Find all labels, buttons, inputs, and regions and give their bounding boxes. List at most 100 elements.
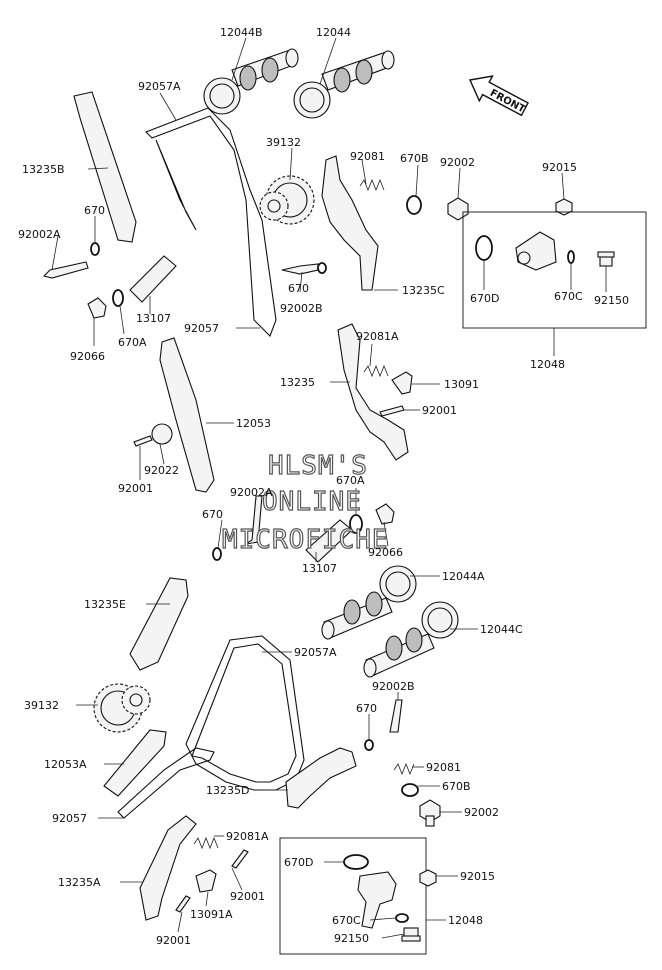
- sprocket-39132: [259, 175, 315, 225]
- plug-92150-lower: [401, 927, 421, 942]
- label-92022: 92022: [144, 464, 179, 477]
- label-92066-lower: 92066: [368, 546, 403, 559]
- oring-670-lower: [212, 547, 222, 561]
- label-92081a-lower: 92081A: [226, 830, 269, 843]
- oring-670d-lower: [343, 854, 369, 870]
- label-670d-lower: 670D: [284, 856, 313, 869]
- chain-guide-13235a: [139, 815, 197, 921]
- label-670-lower: 670: [202, 508, 223, 521]
- label-92081-lower: 92081: [426, 761, 461, 774]
- camshaft-12044b: [203, 48, 299, 115]
- pin-13107-lower: [305, 519, 353, 563]
- oring-670a: [112, 289, 124, 307]
- oring-670-2: [317, 262, 327, 274]
- spring-92081: [359, 178, 385, 192]
- label-12044: 12044: [316, 26, 351, 39]
- label-13235e: 13235E: [84, 598, 126, 611]
- label-92002: 92002: [440, 156, 475, 169]
- label-39132-lower: 39132: [24, 699, 59, 712]
- label-92057: 92057: [184, 322, 219, 335]
- bolt-92002a-lower: [245, 495, 263, 545]
- spring-92081a-lower: [193, 836, 219, 850]
- chain-guide-12053a: [103, 729, 167, 797]
- label-92081: 92081: [350, 150, 385, 163]
- bolt-92015-lower: [419, 869, 437, 887]
- label-13235c: 13235C: [402, 284, 445, 297]
- tensioner-arm-13235d: [285, 747, 357, 809]
- label-92081a: 92081A: [356, 330, 399, 343]
- label-13107: 13107: [136, 312, 171, 325]
- leader-lines: [51, 37, 607, 939]
- camshaft-12044a: [321, 565, 417, 640]
- camshaft-12044: [293, 50, 395, 119]
- bolt-92001-lower-b: [175, 895, 191, 913]
- watermark: HLSM'S ONLINE MICROFICHE: [221, 450, 389, 555]
- label-13235b: 13235B: [22, 163, 65, 176]
- label-12044b: 12044B: [220, 26, 263, 39]
- chain-guide-13235: [337, 323, 409, 461]
- label-92002b: 92002B: [280, 302, 323, 315]
- label-12048-lower: 12048: [448, 914, 483, 927]
- label-92002b-lower: 92002B: [372, 680, 415, 693]
- bracket-13091a: [195, 869, 217, 893]
- label-13235d: 13235D: [206, 784, 249, 797]
- watermark-line-1: HLSM'S: [268, 451, 368, 481]
- label-92002a-lower: 92002A: [230, 486, 273, 499]
- tensioner-12048-lower: [357, 871, 397, 929]
- oring-670: [90, 242, 100, 256]
- bolt-92002-lower: [419, 799, 441, 827]
- camshaft-12044c: [363, 601, 459, 678]
- label-92057-lower: 92057: [52, 812, 87, 825]
- label-92066: 92066: [70, 350, 105, 363]
- washer-92022: [151, 423, 173, 445]
- watermark-line-3: MICROFICHE: [222, 525, 389, 555]
- timing-chain-92057a-lower: [185, 635, 305, 791]
- label-670d: 670D: [470, 292, 499, 305]
- label-12044c: 12044C: [480, 623, 523, 636]
- bolt-92002b: [281, 263, 319, 275]
- front-arrow-icon: FRONT: [468, 75, 529, 117]
- label-13235: 13235: [280, 376, 315, 389]
- chain-guide-12053: [159, 337, 215, 493]
- label-12048: 12048: [530, 358, 565, 371]
- plug-92066-lower: [375, 503, 395, 525]
- label-92150-lower: 92150: [334, 932, 369, 945]
- oring-670a-lower: [349, 514, 363, 534]
- label-13091a: 13091A: [190, 908, 233, 921]
- label-92001-lower-a: 92001: [230, 890, 265, 903]
- label-92015-lower: 92015: [460, 870, 495, 883]
- oring-670c: [567, 250, 575, 264]
- bolt-92015: [555, 198, 573, 216]
- sprocket-39132-lower: [93, 683, 151, 733]
- timing-chain-92057a: [145, 107, 277, 337]
- label-92150: 92150: [594, 294, 629, 307]
- timing-chain-92057-lower: [117, 747, 215, 819]
- bracket-13091: [391, 371, 413, 395]
- label-670-lower-2: 670: [356, 702, 377, 715]
- label-13091: 13091: [444, 378, 479, 391]
- chain-guide-13235b: [73, 91, 137, 243]
- label-92001-guide: 92001: [118, 482, 153, 495]
- label-670a: 670A: [118, 336, 147, 349]
- spring-92081-lower: [393, 762, 415, 776]
- bolt-92001-lower-a: [231, 849, 249, 869]
- label-13235a: 13235A: [58, 876, 101, 889]
- label-92015: 92015: [542, 161, 577, 174]
- bolt-92002b-lower: [389, 699, 403, 733]
- oring-670-lower-2: [364, 739, 374, 751]
- tensioner-assembly-box-12048-lower: [279, 837, 427, 955]
- label-39132: 39132: [266, 136, 301, 149]
- chain-guide-13235e: [129, 577, 189, 671]
- plug-92150: [597, 251, 615, 267]
- bolt-92002a: [42, 261, 89, 279]
- label-12044a: 12044A: [442, 570, 485, 583]
- label-670a-lower: 670A: [336, 474, 365, 487]
- label-92057a: 92057A: [138, 80, 181, 93]
- label-92001-upper: 92001: [422, 404, 457, 417]
- label-12053a: 12053A: [44, 758, 87, 771]
- bolt-92001-upper: [379, 405, 405, 417]
- oring-670d: [475, 235, 493, 261]
- oring-670c-lower: [395, 913, 409, 923]
- oring-670b-lower: [401, 783, 419, 797]
